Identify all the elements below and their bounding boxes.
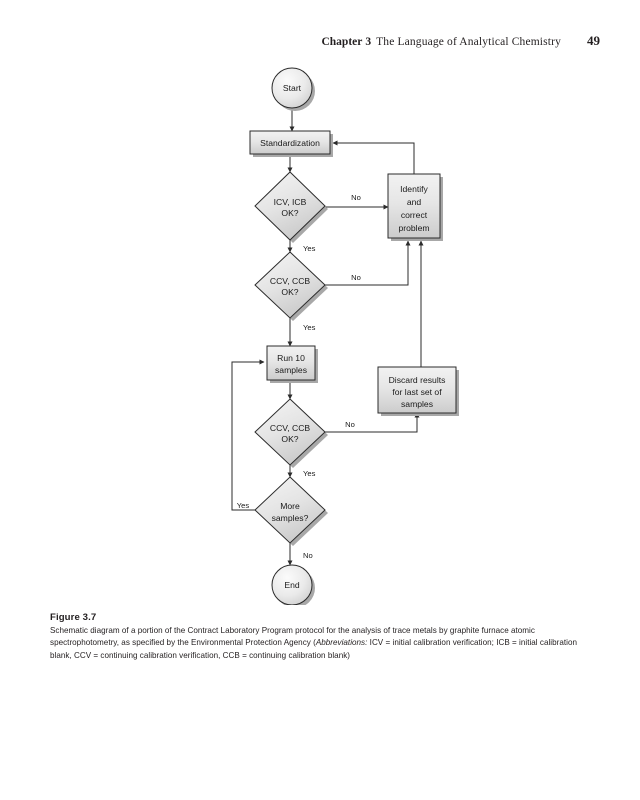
node-discard-label-line1: Discard results [389,375,446,385]
node-run-samples-label-line1: Run 10 [277,353,305,363]
caption-line-2-pre: spectrophotometry, as specified by the E… [50,638,316,648]
figure-3-7: Start Standardization ICV, ICB OK? Ident… [0,55,640,605]
figure-caption-body: Schematic diagram of a portion of the Co… [50,625,595,662]
node-standardization-label: Standardization [260,138,320,148]
node-identify-correct-problem: Identify and correct problem [387,173,443,241]
node-more-samples-decision: More samples? [254,476,328,546]
edge-label-more-samples-no: No [303,551,313,560]
node-icv-icb-label-line1: ICV, ICB [274,197,307,207]
caption-abbreviations-word: Abbreviations: [315,638,368,648]
node-run-samples-label-line2: samples [275,365,307,375]
chapter-number: 3 [365,36,372,48]
node-discard-label-line3: samples [401,399,433,409]
chapter-title: The Language of Analytical Chemistry [376,36,561,48]
node-identify-label-line2: and [407,197,422,207]
node-more-samples-label-line2: samples? [272,513,309,523]
node-run-10-samples: Run 10 samples [266,345,318,383]
node-ccv-ccb-decision-2: CCV, CCB OK? [254,398,328,468]
node-discard-label-line2: for last set of [392,387,442,397]
node-start-label: Start [283,83,302,93]
caption-line-1: Schematic diagram of a portion of the Co… [50,626,535,635]
node-ccv-ccb-2-label-line1: CCV, CCB [270,423,311,433]
figure-caption-title: Figure 3.7 [50,612,97,623]
edge-label-ccv2-yes: Yes [303,469,316,478]
node-identify-label-line3: correct [401,210,428,220]
node-end: End [271,564,315,605]
node-ccv-ccb-1-label-line2: OK? [281,287,298,297]
node-ccv-ccb-2-label-line2: OK? [281,434,298,444]
edge-ccv2-no-to-discard [325,412,420,433]
node-icv-icb-label-line2: OK? [281,208,298,218]
flowchart-diagram: Start Standardization ICV, ICB OK? Ident… [231,67,459,605]
edge-label-ccv1-yes: Yes [303,323,316,332]
edge-more-samples-yes-to-run-samples [231,359,265,511]
node-identify-label-line4: problem [398,223,429,233]
caption-line-3: CCV = continuing calibration verificatio… [74,650,350,660]
chapter-word: Chapter [321,36,363,48]
node-ccv-ccb-decision-1: CCV, CCB OK? [254,251,328,321]
edge-ccv1-no-to-identify [325,240,411,286]
edge-identify-to-standardization [332,140,415,174]
node-discard-results: Discard results for last set of samples [377,366,459,416]
edge-label-ccv1-no: No [351,273,361,282]
figure-caption: Figure 3.7 Schematic diagram of a portio… [50,612,595,662]
edge-label-icv-yes: Yes [303,244,316,253]
caption-line-2-post: ICV = initial calibration verification; … [50,638,578,660]
page-folio: 49 [587,33,600,48]
edge-label-more-samples-yes: Yes [237,501,250,510]
node-start: Start [271,67,315,111]
node-end-label: End [284,580,300,590]
node-identify-label-line1: Identify [400,184,428,194]
node-more-samples-label-line1: More [280,501,300,511]
edge-label-ccv2-no: No [345,420,355,429]
node-icv-icb-decision: ICV, ICB OK? [254,171,328,243]
node-ccv-ccb-1-label-line1: CCV, CCB [270,276,311,286]
edge-label-icv-no: No [351,193,361,202]
node-standardization: Standardization [249,130,333,157]
